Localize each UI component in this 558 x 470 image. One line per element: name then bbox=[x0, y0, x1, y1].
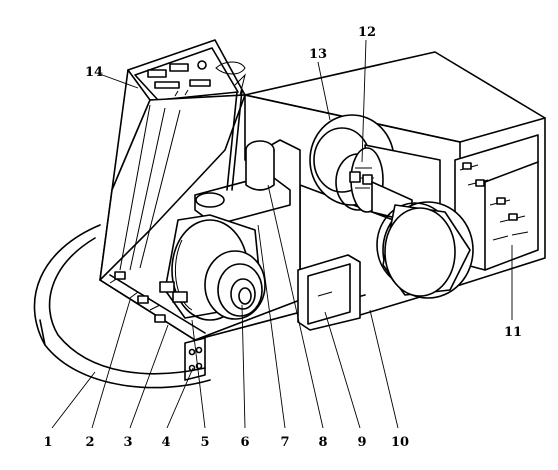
callout-2: 2 bbox=[85, 435, 94, 450]
terminal-box bbox=[454, 134, 539, 271]
callout-10: 10 bbox=[391, 435, 409, 450]
leader-lines bbox=[51, 39, 513, 429]
callout-13: 13 bbox=[309, 47, 327, 62]
callout-4: 4 bbox=[161, 435, 170, 450]
callout-11: 11 bbox=[504, 325, 522, 340]
callout-labels: 1 2 3 4 5 6 7 8 9 10 11 12 13 14 bbox=[43, 25, 522, 450]
callout-14: 14 bbox=[85, 65, 103, 80]
callout-8: 8 bbox=[318, 435, 327, 450]
callout-9: 9 bbox=[357, 435, 366, 450]
curved-belt bbox=[33, 224, 211, 389]
top-bracket bbox=[194, 89, 291, 226]
callout-12: 12 bbox=[358, 25, 376, 40]
callout-5: 5 bbox=[200, 435, 209, 450]
callout-1: 1 bbox=[43, 435, 52, 450]
pulley-wheel bbox=[159, 214, 266, 321]
callout-7: 7 bbox=[280, 435, 289, 450]
callout-6: 6 bbox=[240, 435, 249, 450]
callout-3: 3 bbox=[123, 435, 132, 450]
front-wedge bbox=[99, 94, 246, 281]
roller-assembly bbox=[309, 114, 474, 299]
inspection-window bbox=[297, 254, 361, 331]
